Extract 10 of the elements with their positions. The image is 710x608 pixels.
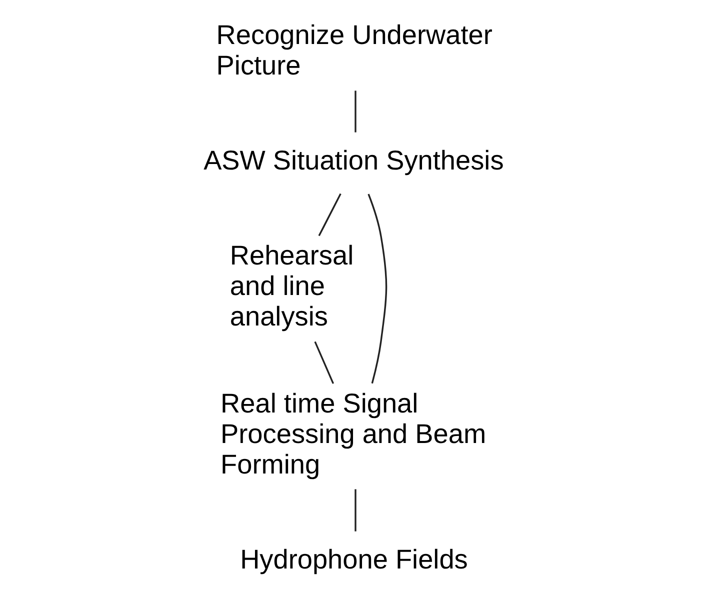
node-text: Rehearsal and line analysis bbox=[229, 240, 354, 332]
node-text: Recognize Underwater Picture bbox=[216, 18, 492, 81]
node-text: Hydrophone Fields bbox=[240, 543, 468, 574]
node-text: Real time Signal Processing and Beam Forming bbox=[220, 387, 486, 480]
connector bbox=[314, 341, 334, 384]
connector bbox=[367, 194, 387, 384]
node-text: ASW Situation Synthesis bbox=[203, 144, 504, 176]
connector bbox=[318, 193, 341, 236]
connector bbox=[354, 489, 356, 532]
connector bbox=[354, 90, 356, 132]
